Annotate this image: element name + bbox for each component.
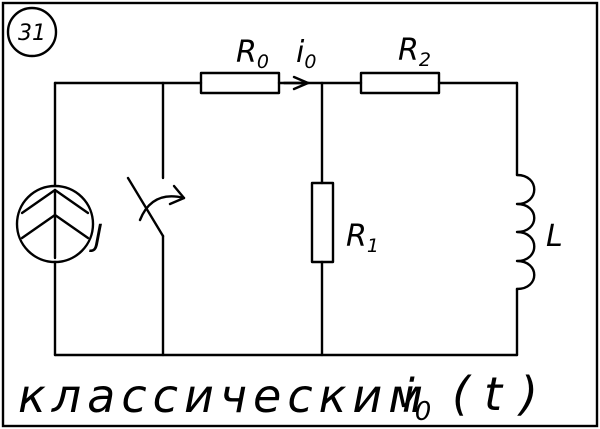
wires: [53, 81, 519, 357]
problem-number-circle: [6, 6, 58, 58]
resistor-r2: [359, 71, 441, 95]
footer-current: i0: [402, 369, 431, 427]
l-label: L: [546, 219, 563, 254]
r0-label: R0: [236, 35, 269, 73]
problem-number: 31: [18, 21, 46, 46]
current-source: [15, 184, 95, 264]
footer-word: классическим: [18, 369, 429, 423]
resistor-r1: [310, 181, 335, 264]
r2-label: R2: [398, 33, 431, 71]
i0-label: i0: [296, 35, 316, 73]
switch: [126, 176, 186, 238]
inductor-l: [515, 173, 536, 291]
r1-label: R1: [346, 219, 379, 257]
current-arrow-i0: [282, 75, 310, 91]
footer-t: t: [484, 367, 504, 421]
footer-paren-close: ): [517, 367, 538, 421]
footer-text: классическим i0 ( t ): [18, 367, 538, 427]
footer-paren-open: (: [452, 367, 472, 421]
resistor-r0: [199, 71, 281, 95]
